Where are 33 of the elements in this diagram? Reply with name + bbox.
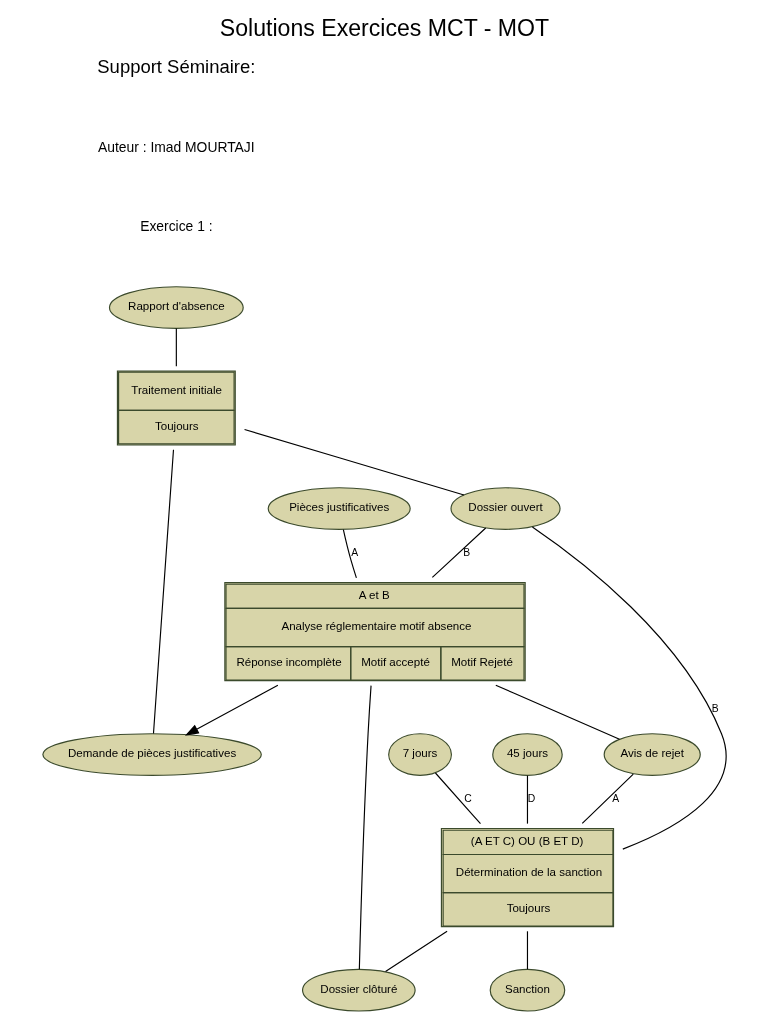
node-ellipse: Dossier clôturé xyxy=(301,968,416,1012)
connector xyxy=(384,930,448,973)
edge-label: A xyxy=(350,547,358,559)
label: Exercice 1 : xyxy=(139,218,213,235)
node-ellipse: Demande de pièces justificatives xyxy=(41,733,262,776)
node-ellipse: Avis de rejet xyxy=(603,733,701,776)
connector xyxy=(175,328,177,367)
edge-label: D xyxy=(527,793,535,805)
node-ellipse: Sanction xyxy=(489,968,565,1012)
connector xyxy=(494,684,620,740)
edge-label: B xyxy=(711,703,719,715)
connector xyxy=(526,930,528,970)
edge-label: A xyxy=(611,793,619,805)
connector xyxy=(152,449,174,735)
node-ellipse: Rapport d'absence xyxy=(108,286,244,329)
edge-label: B xyxy=(462,547,470,559)
diagram-title: Solutions Exercices MCT - MOT xyxy=(219,15,549,42)
node-ellipse: 45 jours xyxy=(491,733,563,776)
label: Support Séminaire: xyxy=(96,55,255,77)
connector xyxy=(434,772,481,825)
connector xyxy=(358,685,372,970)
connector xyxy=(342,529,357,579)
connector xyxy=(526,775,528,825)
edge-label: C xyxy=(463,793,472,805)
connector xyxy=(243,428,465,496)
connector xyxy=(531,526,727,850)
connector xyxy=(581,773,634,824)
label: Auteur : Imad MOURTAJI xyxy=(97,138,255,155)
node-ellipse: 7 jours xyxy=(387,733,452,776)
connector xyxy=(431,527,486,578)
arrow xyxy=(184,684,278,736)
node-ellipse: Pièces justificatives xyxy=(267,487,411,530)
node-ellipse: Dossier ouvert xyxy=(449,487,561,530)
